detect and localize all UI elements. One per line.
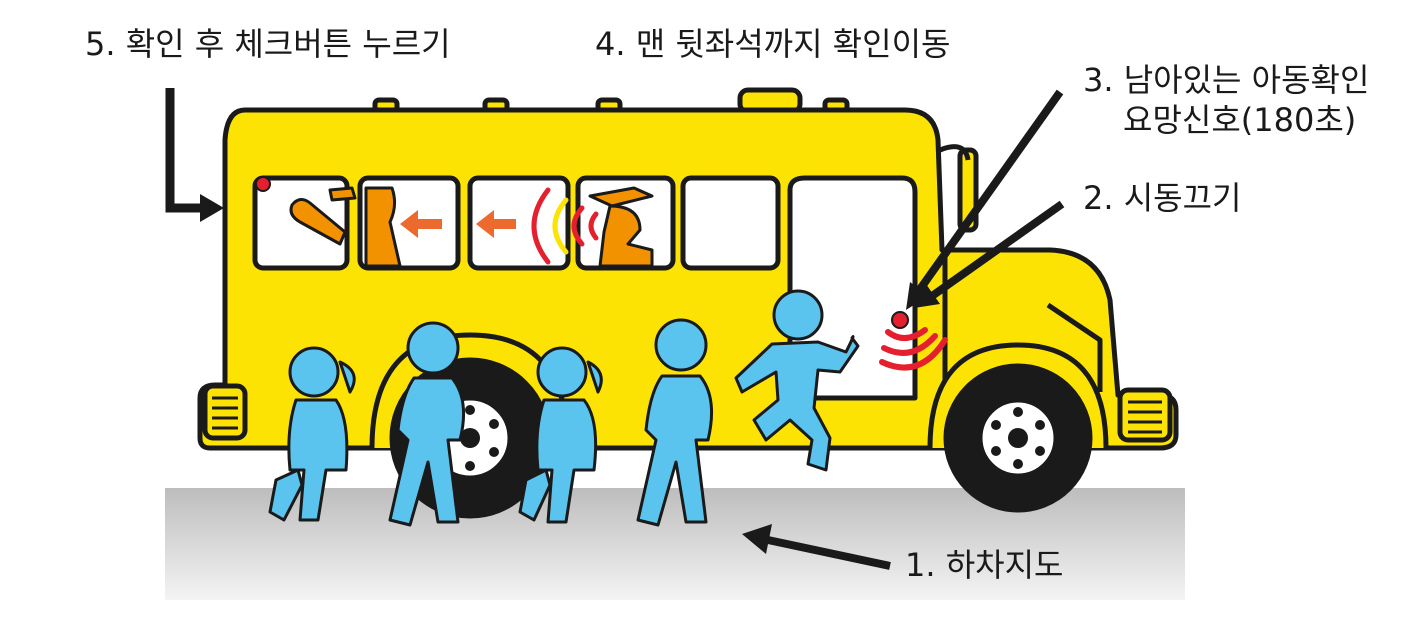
step2-label: 2. 시동끄기 bbox=[1083, 179, 1242, 217]
interior-signal-waves bbox=[531, 187, 599, 265]
step2-arrow bbox=[929, 200, 1065, 300]
child-girl-1 bbox=[268, 346, 356, 522]
alarm-signal-waves bbox=[879, 327, 948, 371]
callout-arrows bbox=[165, 88, 1065, 570]
bus-grille bbox=[1046, 302, 1103, 392]
child-boy-exiting bbox=[734, 289, 860, 472]
children bbox=[268, 289, 860, 527]
alarm-button bbox=[891, 311, 909, 329]
step4-label: 4. 맨 뒷좌석까지 확인이동 bbox=[595, 25, 951, 63]
step5-label: 5. 확인 후 체크버튼 누르기 bbox=[85, 25, 451, 63]
step3-label-line2: 요망신호(180초) bbox=[1123, 101, 1357, 139]
child-girl-2 bbox=[518, 346, 603, 524]
step1-arrow bbox=[767, 536, 891, 570]
step1-label: 1. 하차지도 bbox=[905, 546, 1064, 584]
step3-arrow bbox=[914, 89, 1064, 295]
bumper-slats bbox=[212, 396, 1162, 434]
move-arrows bbox=[400, 210, 516, 238]
driver-checking-rear bbox=[289, 186, 402, 268]
step5-arrow bbox=[165, 88, 206, 213]
front-wheel bbox=[943, 363, 1093, 513]
driver-walking bbox=[588, 186, 654, 268]
child-boy-1 bbox=[388, 321, 466, 527]
step3-label-line1: 3. 남아있는 아동확인 bbox=[1083, 61, 1370, 99]
child-boy-2 bbox=[636, 318, 714, 527]
mirror-arm bbox=[939, 144, 971, 161]
rear-bumper bbox=[202, 383, 248, 441]
rear-indicator-light bbox=[255, 176, 271, 192]
